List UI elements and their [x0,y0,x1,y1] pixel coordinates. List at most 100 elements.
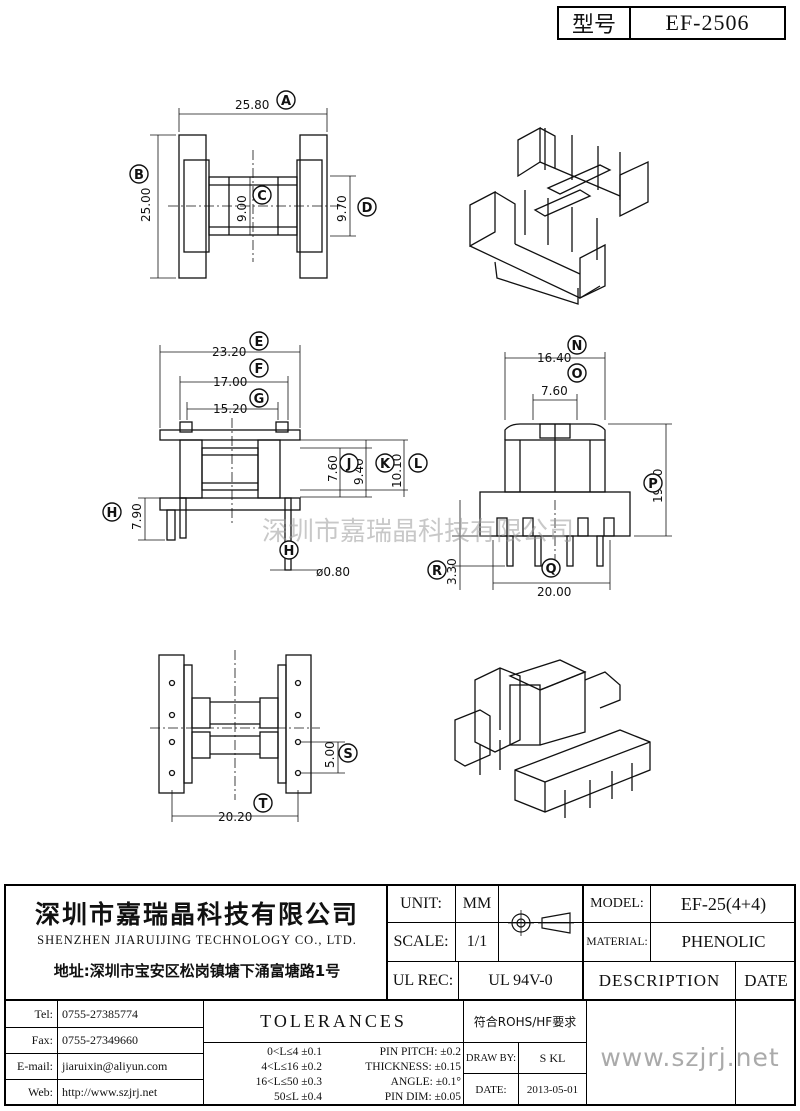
dim-G-value: 15.20 [213,402,247,416]
marker-a: A [276,90,296,110]
technical-drawing: 25.80 25.00 9.00 9.70 23.20 17.00 15.20 … [102,90,672,824]
marker-letter: N [572,339,583,354]
marker-letter: B [134,168,144,183]
dimension-markers: A B C D EFG H J K L NO P Q R S T H [102,90,663,813]
company-name-cn: 深圳市嘉瑞晶科技有限公司 [34,900,359,929]
material-value: PHENOLIC [681,932,766,951]
marker-letter: S [343,747,352,762]
marker-o: O [567,363,587,383]
dim-O-value: 7.60 [541,384,568,398]
marker-letter: C [257,189,267,204]
date-column-label: DATE [744,970,788,990]
company-address: 地址:深圳市宝安区松岗镇塘下涌富塘路1号 [53,961,341,980]
marker-r: R [427,560,447,580]
tel-label: Tel: [34,1006,54,1021]
pin-tolerance-row: PIN DIM: ±0.05 [384,1091,461,1103]
scale-value: 1/1 [466,933,488,950]
tolerance-row: 4<L≤16 ±0.2 [261,1061,322,1073]
marker-letter: H [107,506,118,521]
email-value[interactable]: jiaruixin@aliyun.com [62,1058,168,1073]
marker-c: C [252,185,272,205]
marker-letter: R [432,564,442,579]
marker-h-2: H [279,540,299,560]
marker-letter: O [571,367,582,382]
marker-f: F [249,358,269,378]
marker-letter: J [346,457,352,472]
dim-J-value: 7.60 [326,455,340,482]
tolerance-row: 0<L≤4 ±0.1 [267,1046,322,1058]
title-block [4,884,796,1106]
tel-value: 0755-27385774 [62,1006,138,1021]
scale-label: SCALE: [393,933,449,950]
model-box-label: 型号 [559,8,631,38]
watermark-text: 深圳市嘉瑞晶科技有限公司 [262,517,574,547]
dim-A-value: 25.80 [235,98,269,112]
marker-h: H [102,502,122,522]
model-value: EF-25(4+4) [680,893,767,914]
dim-R-value: 3.30 [445,558,459,585]
top-view [150,108,356,279]
web-value[interactable]: http://www.szjrj.net [62,1084,158,1099]
unit-value: MM [462,895,492,912]
draw-by-label: DRAW BY: [465,1052,517,1064]
email-label: E-mail: [17,1058,53,1073]
dim-S-value: 5.00 [323,741,337,768]
model-box-value: EF-2506 [665,10,750,35]
side-view [452,352,672,590]
pin-tolerance-row: ANGLE: ±0.1° [390,1076,461,1088]
marker-s: S [338,743,358,763]
marker-letter: Q [545,562,556,577]
marker-letter: D [362,201,373,216]
dim-H-pin-value: ø0.80 [316,565,350,579]
tolerance-rows: 0<L≤4 ±0.1 4<L≤16 ±0.2 16<L≤50 ±0.3 50≤L… [206,1045,322,1105]
dim-C-value: 9.00 [235,195,249,222]
dim-H-value: 7.90 [130,503,144,530]
marker-n: N [567,335,587,355]
dim-T-value: 20.20 [218,810,252,824]
ulrec-label: UL REC: [392,971,454,989]
marker-k: K [375,453,395,473]
dim-B-value: 25.00 [139,188,153,222]
projection-symbol-icon [508,910,574,936]
marker-j: J [339,453,359,473]
website-watermark: www.szjrj.net [600,1042,780,1072]
marker-letter: H [284,544,295,559]
isometric-view-bottom [454,659,651,818]
marker-letter: A [281,94,291,109]
marker-letter: G [254,392,265,407]
date-field-label: DATE: [475,1084,507,1096]
date-field-value: 2013-05-01 [526,1084,579,1096]
dim-E-value: 23.20 [212,345,246,359]
marker-q: Q [541,558,561,578]
bottom-view [150,650,345,822]
dim-F-value: 17.00 [213,375,247,389]
tolerance-row: 50≤L ±0.4 [274,1091,322,1103]
fax-label: Fax: [31,1032,53,1047]
front-view [138,345,408,571]
material-label: MATERIAL: [586,936,648,948]
marker-letter: E [255,335,264,350]
marker-t: T [253,793,273,813]
top-view-right-flange [299,134,328,279]
front-view-winding [201,447,259,491]
marker-letter: L [414,457,422,472]
model-box: 型号 EF-2506 [557,6,786,40]
pin-tolerance-row: PIN PITCH: ±0.2 [379,1046,461,1058]
marker-e: E [249,331,269,351]
marker-p: P [643,473,663,493]
marker-g: G [249,388,269,408]
company-name-en: SHENZHEN JIARUIJING TECHNOLOGY CO., LTD. [37,932,357,947]
pin-tolerance-row: THICKNESS: ±0.15 [365,1061,461,1073]
marker-letter: K [380,457,391,472]
marker-b: B [129,164,149,184]
marker-d: D [357,197,377,217]
model-label: MODEL: [590,896,644,911]
draw-by-value: S KL [539,1050,566,1065]
marker-l: L [408,453,428,473]
ulrec-value: UL 94V-0 [488,971,553,989]
tolerances-title: TOLERANCES [260,1011,407,1031]
dim-Q-value: 20.00 [537,585,571,599]
tolerance-row: 16<L≤50 ±0.3 [255,1076,322,1088]
marker-letter: F [255,362,264,377]
